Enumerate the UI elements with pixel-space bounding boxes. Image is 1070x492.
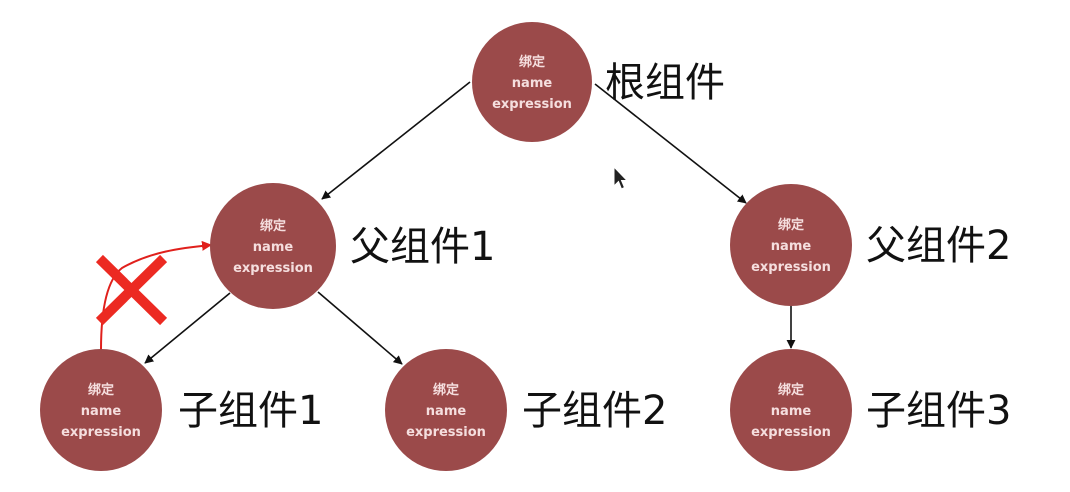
node-parent2-label: 父组件2 — [866, 223, 1011, 269]
cross-icon — [95, 254, 168, 326]
node-parent1-circle — [210, 183, 336, 309]
node-child1-line2: name — [81, 404, 122, 419]
node-parent2-circle — [730, 184, 852, 306]
node-child1: 绑定 name expression 子组件1 — [40, 349, 323, 471]
node-parent2-line1: 绑定 — [778, 217, 804, 233]
node-child1-circle — [40, 349, 162, 471]
node-child3-label: 子组件3 — [866, 388, 1011, 434]
node-parent1-label: 父组件1 — [350, 224, 495, 270]
node-child3-line1: 绑定 — [778, 382, 804, 398]
edge-parent1-child1 — [144, 292, 231, 364]
node-root-line2: name — [512, 76, 553, 91]
node-child2-line1: 绑定 — [433, 382, 459, 398]
node-child3-line2: name — [771, 404, 812, 419]
node-child3-circle — [730, 349, 852, 471]
edge-root-parent1 — [321, 81, 471, 200]
node-child2-label: 子组件2 — [522, 388, 667, 434]
node-child3: 绑定 name expression 子组件3 — [730, 349, 1011, 471]
node-child2-line3: expression — [406, 425, 486, 440]
edge-parent1-child2 — [317, 291, 403, 365]
node-root-line1: 绑定 — [519, 54, 545, 70]
mouse-pointer-icon — [613, 165, 629, 190]
edges — [100, 81, 796, 365]
node-child1-label: 子组件1 — [178, 388, 323, 434]
node-parent1-line1: 绑定 — [260, 218, 286, 234]
node-child2: 绑定 name expression 子组件2 — [385, 349, 667, 471]
node-root-circle — [472, 22, 592, 142]
node-child1-line1: 绑定 — [88, 382, 114, 398]
node-child3-line3: expression — [751, 425, 831, 440]
node-child1-line3: expression — [61, 425, 141, 440]
node-child2-circle — [385, 349, 507, 471]
node-parent2: 绑定 name expression 父组件2 — [730, 184, 1011, 306]
node-root-line3: expression — [492, 97, 572, 112]
node-root-label: 根组件 — [605, 60, 725, 106]
node-parent2-line3: expression — [751, 260, 831, 275]
edge-root-parent2 — [594, 83, 747, 204]
node-parent2-line2: name — [771, 239, 812, 254]
node-child2-line2: name — [426, 404, 467, 419]
node-root: 绑定 name expression 根组件 — [472, 22, 725, 142]
node-parent1: 绑定 name expression 父组件1 — [210, 183, 495, 309]
node-parent1-line2: name — [253, 240, 294, 255]
node-parent1-line3: expression — [233, 261, 313, 276]
